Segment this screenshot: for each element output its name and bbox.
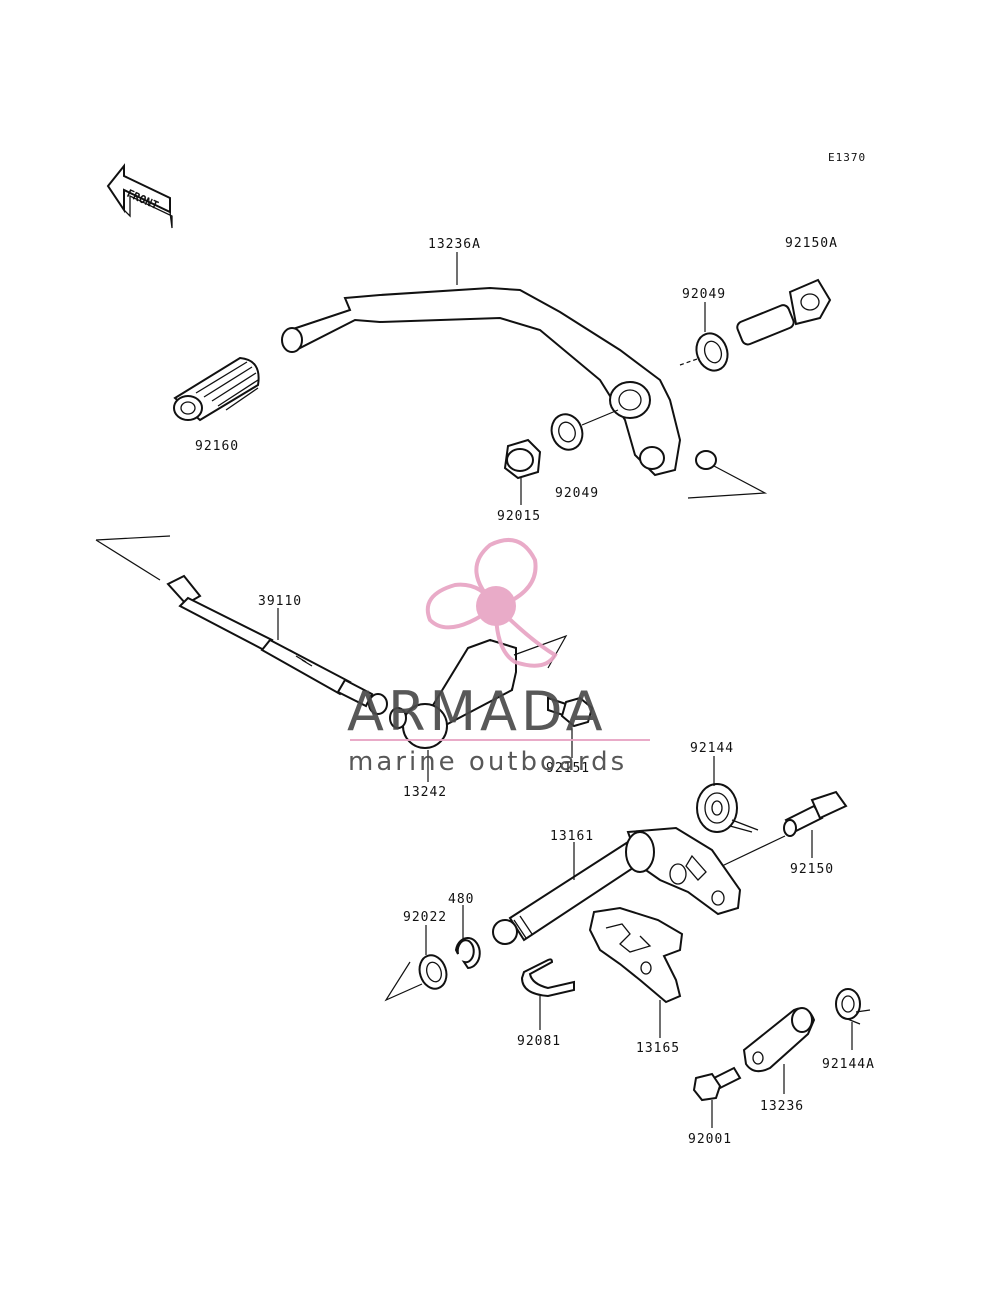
clip-92081 <box>520 958 575 998</box>
cap-nut-92015 <box>503 438 542 480</box>
label-13242: 13242 <box>403 785 447 800</box>
label-480: 480 <box>448 892 474 907</box>
label-92160: 92160 <box>195 439 239 454</box>
bolt-92001 <box>692 1066 742 1102</box>
washer-92049-lower <box>550 413 584 451</box>
label-92150A: 92150A <box>785 236 838 251</box>
watermark-tagline: marine outboards <box>348 747 627 777</box>
label-92049-upper: 92049 <box>682 287 726 302</box>
propeller-logo-icon <box>425 538 558 668</box>
propeller-hub-icon <box>476 586 516 626</box>
bolt-92151 <box>547 696 594 728</box>
spring-92144A <box>835 988 871 1025</box>
front-arrow-icon: FRONT <box>106 163 173 229</box>
shift-lever-13242 <box>389 638 517 749</box>
washer-92049-upper <box>695 332 729 372</box>
label-13236A: 13236A <box>428 237 481 252</box>
footpeg-rubber-92160 <box>173 356 260 422</box>
label-13236: 13236 <box>760 1099 804 1114</box>
label-92151: 92151 <box>546 761 590 776</box>
label-92049-lower: 92049 <box>555 486 599 501</box>
watermark-brand: ARMADA <box>347 680 607 743</box>
shift-pedal-13236A <box>281 286 682 477</box>
bolt-92150A <box>736 278 832 346</box>
label-13161: 13161 <box>550 829 594 844</box>
label-92150: 92150 <box>790 862 834 877</box>
link-nut-upper <box>695 450 717 470</box>
guide-plate-13165 <box>588 906 684 1004</box>
bolt-92150 <box>783 790 848 837</box>
label-92001: 92001 <box>688 1132 732 1147</box>
return-spring-92144 <box>696 783 759 833</box>
label-92144A: 92144A <box>822 1057 875 1072</box>
diagram-reference-code: E1370 <box>828 151 866 164</box>
label-92144: 92144 <box>690 741 734 756</box>
label-13165: 13165 <box>636 1041 680 1056</box>
oil-seal-92022 <box>418 954 448 990</box>
label-92022: 92022 <box>403 910 447 925</box>
shift-shaft-13161 <box>492 826 742 945</box>
circlip-480 <box>454 937 481 970</box>
lever-arm-13236 <box>742 1007 816 1073</box>
label-92015: 92015 <box>497 509 541 524</box>
shift-rod-39110 <box>166 574 388 715</box>
armada-watermark: ARMADA marine outboards <box>347 538 650 777</box>
label-39110: 39110 <box>258 594 302 609</box>
label-92081: 92081 <box>517 1034 561 1049</box>
